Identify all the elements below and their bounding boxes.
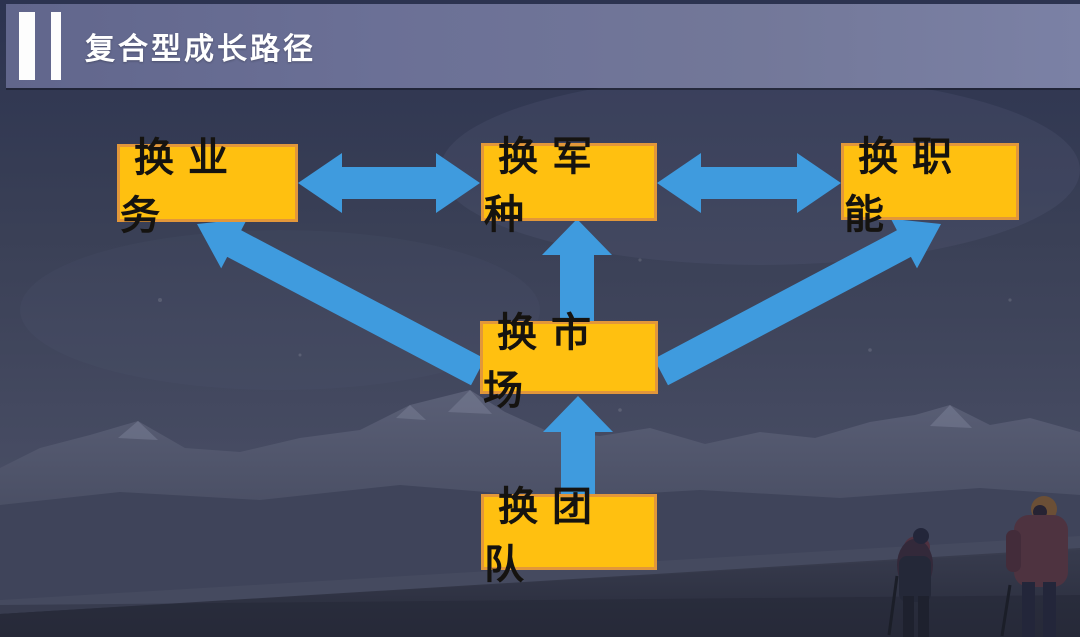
- road: [0, 548, 1080, 637]
- node-team-label: 换团队: [484, 484, 606, 587]
- node-function: 换职能: [841, 134, 1019, 237]
- arrow-market-function: [654, 218, 941, 386]
- title-bars-icon: [19, 12, 61, 80]
- node-market-label: 换市场: [483, 309, 605, 413]
- arrow-market-branch: [542, 219, 612, 330]
- page-title: 复合型成长路径: [85, 33, 316, 66]
- arrow-business-branch: [298, 153, 480, 213]
- node-function-label: 换职能: [844, 133, 966, 237]
- node-team: 换团队: [481, 484, 657, 587]
- arrow-branch-function: [657, 153, 841, 213]
- arrow-team-market: [543, 396, 613, 505]
- node-business-label: 换业务: [120, 135, 242, 238]
- arrow-market-business: [197, 218, 485, 386]
- hiker-silhouette-left: [887, 528, 933, 637]
- hiker-silhouette-right: [1000, 496, 1068, 637]
- node-market: 换市场: [480, 310, 658, 413]
- node-branch-label: 换军种: [484, 134, 606, 237]
- slide-header: 复合型成长路径: [6, 4, 1080, 88]
- node-branch: 换军种: [481, 134, 657, 237]
- node-business: 换业务: [117, 135, 298, 238]
